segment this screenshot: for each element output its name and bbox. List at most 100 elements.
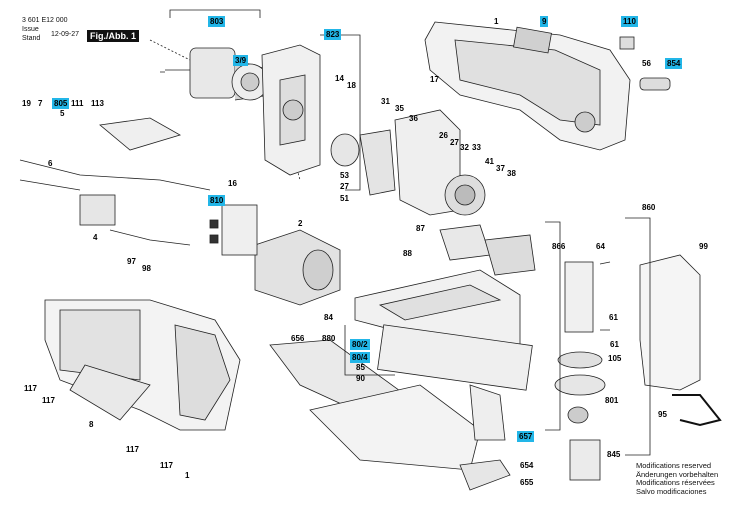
modifications-line: Modifications reserved xyxy=(636,461,712,470)
carbon-brush-part-2 xyxy=(209,234,219,244)
part-label: 41 xyxy=(485,157,494,166)
wire-part xyxy=(109,229,191,246)
modifications-note: Modifications reserved Änderungen vorbeh… xyxy=(636,461,719,496)
part-label: 1 xyxy=(494,17,499,26)
bracket-823 xyxy=(320,34,361,191)
part-label: 51 xyxy=(340,194,349,203)
switch-knob-part xyxy=(619,36,635,50)
modifications-line: Salvo modificaciones xyxy=(636,486,707,496)
part-label: 1 xyxy=(185,471,190,480)
spindle-part xyxy=(439,224,491,261)
base-shoe-part xyxy=(377,324,533,391)
part-label: 8 xyxy=(89,420,94,429)
cover-shoe-part xyxy=(309,384,481,471)
housing-cover-part xyxy=(261,44,321,176)
part-label: 33 xyxy=(472,143,481,152)
part-label: 88 xyxy=(403,249,412,258)
cable-part xyxy=(19,159,211,191)
part-label: 117 xyxy=(42,396,55,405)
part-label: 854 xyxy=(665,58,683,69)
part-label: 18 xyxy=(347,81,356,90)
part-label: 803 xyxy=(208,16,226,27)
brush-holder-part xyxy=(221,204,258,256)
part-label: 110 xyxy=(621,16,638,27)
modifications-line: Änderungen vorbehalten xyxy=(636,469,719,479)
issue-date: 12-09-27 xyxy=(51,31,80,38)
protective-cover-part xyxy=(639,254,701,391)
gear-plate-part xyxy=(359,109,486,216)
part-label: 53 xyxy=(340,171,349,180)
handle-housing-part xyxy=(44,299,241,431)
chip-guard-part xyxy=(469,384,506,441)
part-label: 80/4 xyxy=(350,352,370,363)
part-label: 80/2 xyxy=(350,339,370,350)
part-label: 26 xyxy=(439,131,448,140)
armature-group-bracket xyxy=(169,9,261,18)
bracket-880 xyxy=(344,325,395,376)
part-label: 64 xyxy=(596,242,605,251)
bearing-part xyxy=(330,133,360,167)
bracket-860 xyxy=(625,217,651,456)
field-coil-part xyxy=(254,229,341,306)
document-number: 3 601 E12 000 xyxy=(22,17,68,24)
splinter-guard-part xyxy=(459,459,511,491)
part-label: 99 xyxy=(699,242,708,251)
part-label: 38 xyxy=(507,169,516,178)
electronics-board-part xyxy=(99,117,182,151)
part-label: 866 xyxy=(552,242,566,251)
part-label: 84 xyxy=(324,313,333,322)
part-label: 27 xyxy=(450,138,459,147)
part-label: 111 xyxy=(71,99,84,108)
part-label: 61 xyxy=(609,313,618,322)
part-label: 27 xyxy=(340,182,349,191)
guide-roller-part xyxy=(484,234,536,276)
part-label: 654 xyxy=(520,461,534,470)
part-label: 31 xyxy=(381,97,390,106)
part-label: 845 xyxy=(607,450,621,459)
part-label: 17 xyxy=(430,75,439,84)
part-label: 95 xyxy=(658,410,667,419)
part-label: 97 xyxy=(127,257,136,266)
part-label: 6 xyxy=(48,159,53,168)
wire-bracket-part xyxy=(672,394,722,427)
modifications-line: Modifications réservées xyxy=(636,478,715,487)
armature-part xyxy=(160,47,271,101)
plunger-assembly-part xyxy=(554,261,611,481)
part-label: 657 xyxy=(517,431,535,442)
part-label: 61 xyxy=(610,340,619,349)
figure-label: Fig./Abb. 1 xyxy=(87,30,139,42)
part-label: 2 xyxy=(298,219,303,228)
part-label: 117 xyxy=(24,384,37,393)
part-label: 19 xyxy=(22,99,31,108)
main-housing-part xyxy=(424,21,631,151)
part-label: 805 xyxy=(52,98,70,109)
lever-part xyxy=(639,77,671,91)
part-label: 823 xyxy=(324,29,342,40)
bracket-866 xyxy=(545,221,561,431)
label-plate-part xyxy=(69,364,151,421)
part-label: 113 xyxy=(91,99,104,108)
switch-part xyxy=(79,194,116,226)
part-label: 37 xyxy=(496,164,505,173)
part-label: 56 xyxy=(642,59,651,68)
part-label: 105 xyxy=(608,354,622,363)
part-label: 98 xyxy=(142,264,151,273)
issue-label: Issue xyxy=(22,26,39,33)
part-label: 14 xyxy=(335,74,344,83)
part-label: 35 xyxy=(395,104,404,113)
part-label: 880 xyxy=(322,334,336,343)
carbon-brush-part xyxy=(209,219,219,229)
part-label: 117 xyxy=(160,461,173,470)
part-label: 85 xyxy=(356,363,365,372)
part-label: 656 xyxy=(291,334,305,343)
part-label: 32 xyxy=(460,143,469,152)
part-label: 36 xyxy=(409,114,418,123)
part-label: 5 xyxy=(60,109,65,118)
part-label: 117 xyxy=(126,445,139,454)
part-label: 4 xyxy=(93,233,98,242)
part-label: 7 xyxy=(38,99,43,108)
part-label: 860 xyxy=(642,203,656,212)
stand-label: Stand xyxy=(22,35,41,42)
